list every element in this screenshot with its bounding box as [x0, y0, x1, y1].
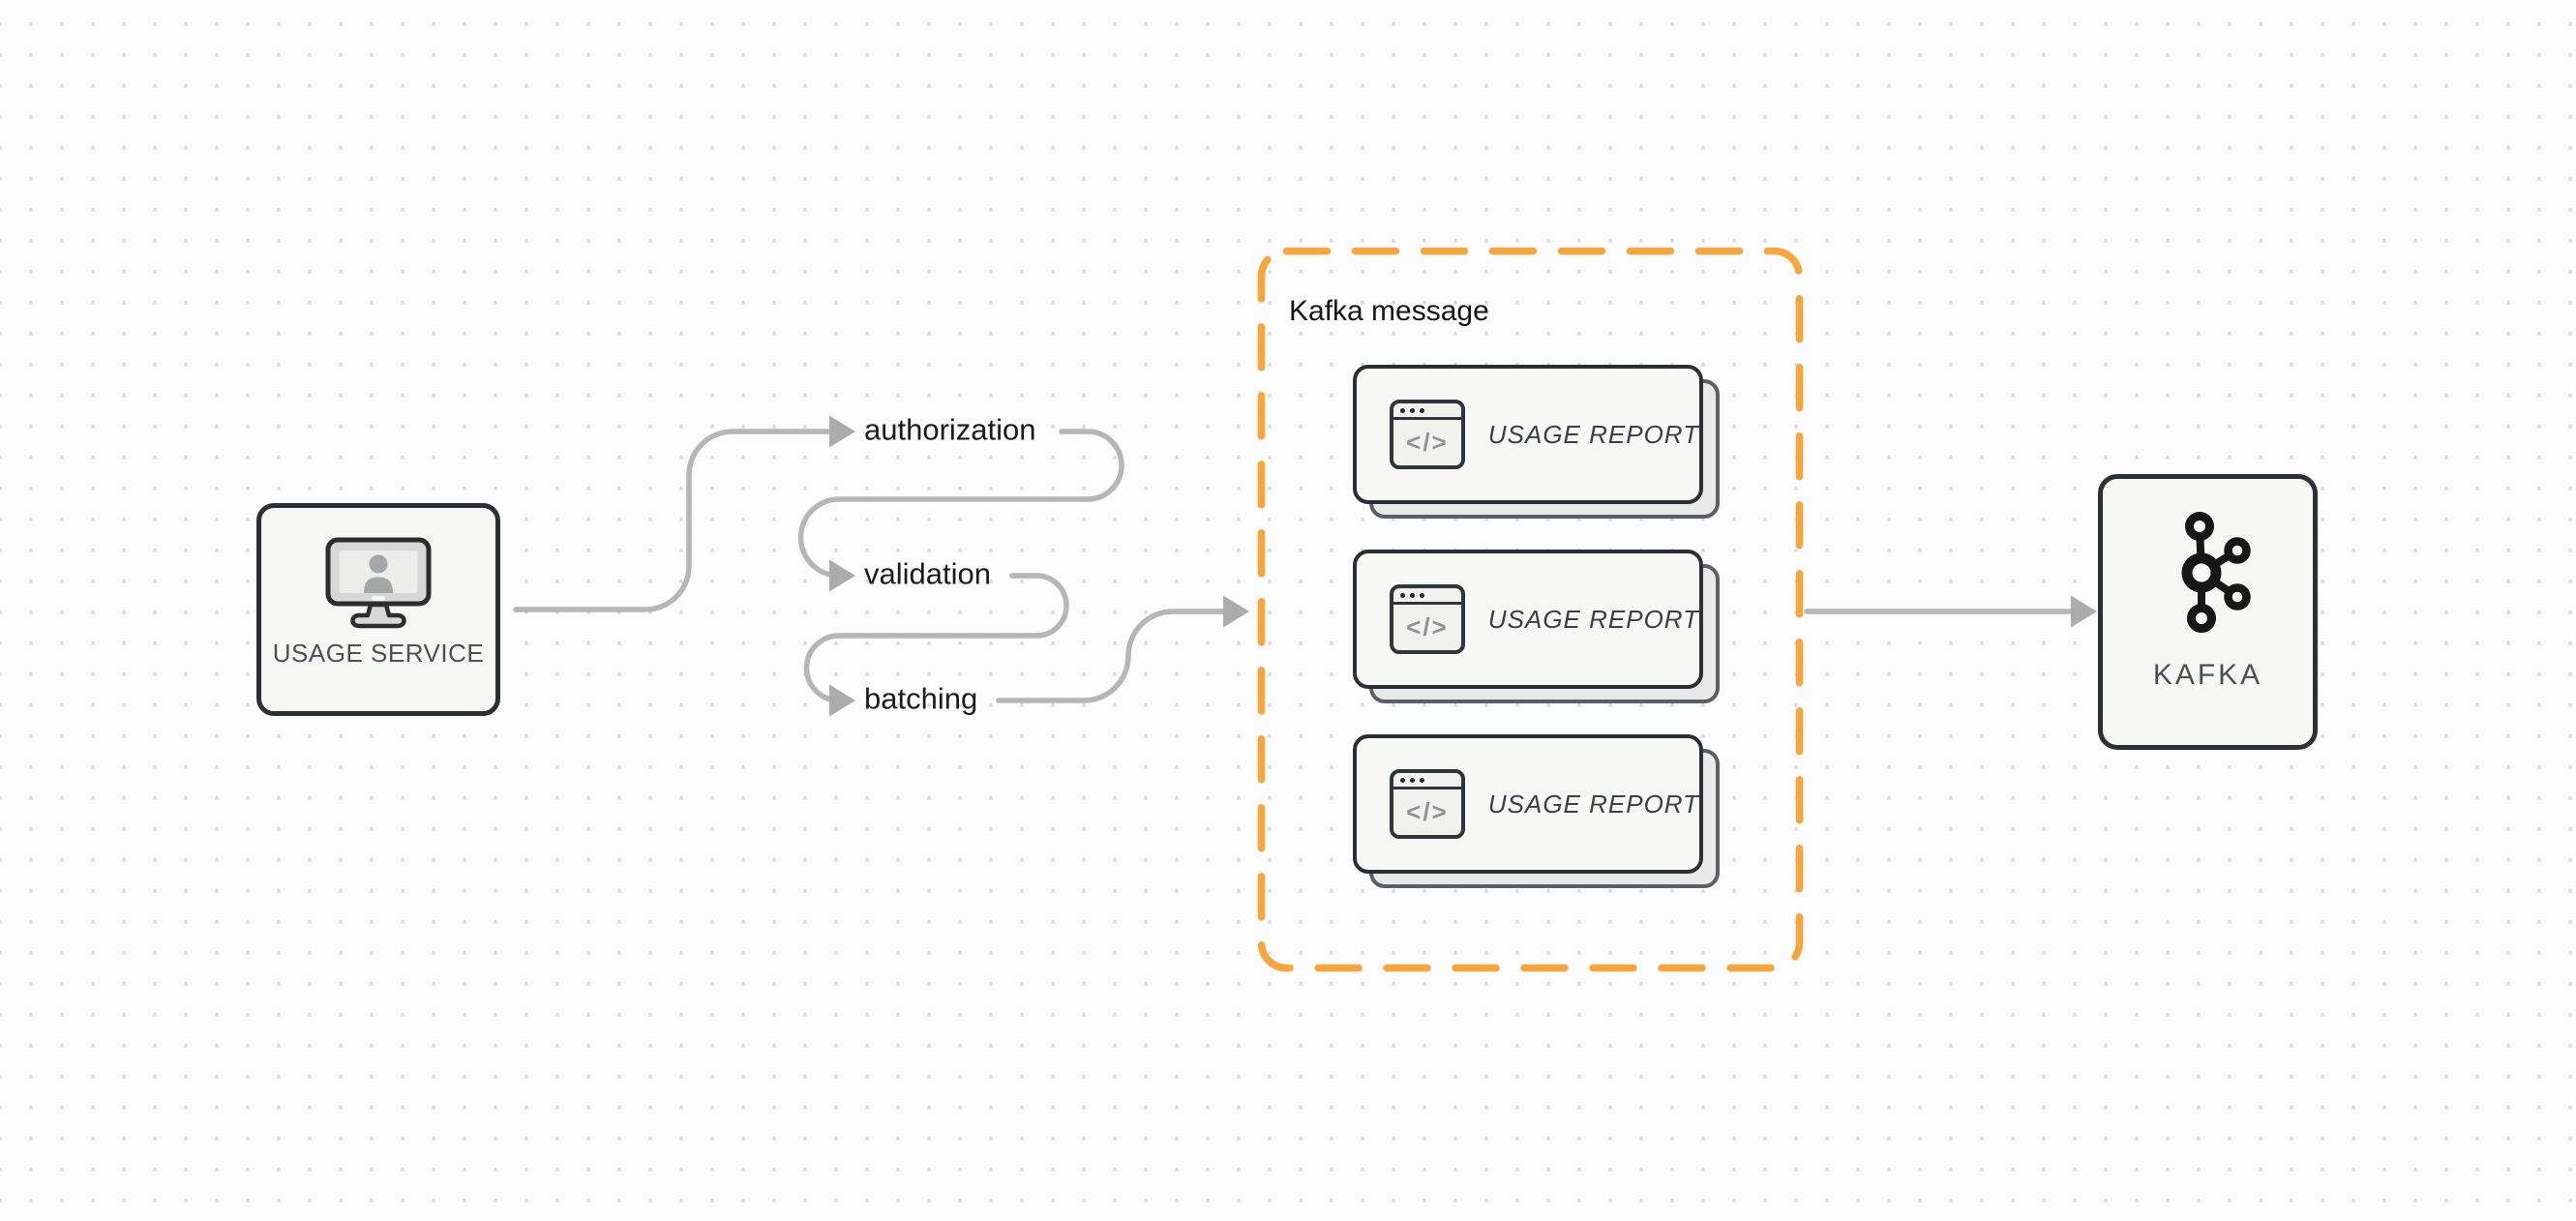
arrowhead-authorization — [829, 415, 855, 448]
arrow-usage-to-authorization — [513, 429, 835, 612]
monitor-user-icon — [325, 537, 432, 629]
window-dot — [1410, 777, 1415, 783]
window-dot — [1410, 592, 1415, 598]
code-window-header — [1393, 773, 1461, 789]
kafka-label: KAFKA — [2152, 659, 2263, 691]
arrowhead-validation — [829, 559, 855, 592]
arrow-batching-to-kafka-message — [996, 609, 1228, 703]
arrowhead-batching — [829, 684, 855, 717]
window-dot — [1420, 407, 1424, 413]
usage-report-label: USAGE REPORT — [1487, 419, 1699, 449]
usage-report-card: </> USAGE REPORT — [1353, 365, 1703, 504]
monitor-stand — [350, 602, 406, 629]
usage-report-card: </> USAGE REPORT — [1353, 550, 1703, 689]
window-dot — [1400, 407, 1405, 413]
code-glyph: </> — [1406, 428, 1449, 457]
window-dot — [1410, 407, 1415, 413]
step-label-authorization: authorization — [864, 412, 1036, 447]
kafka-message-group-title: Kafka message — [1289, 295, 1489, 327]
step-label-validation: validation — [864, 556, 991, 591]
code-glyph: </> — [1406, 612, 1449, 641]
kafka-message-group-border — [1257, 247, 1804, 972]
code-window-header — [1393, 588, 1461, 605]
kafka-node: KAFKA — [2098, 474, 2318, 750]
window-dot — [1420, 592, 1424, 598]
window-dot — [1420, 777, 1424, 783]
arrowhead-kafka-message — [1223, 595, 1249, 628]
usage-report-card: </> USAGE REPORT — [1353, 734, 1703, 874]
code-window-icon: </> — [1390, 769, 1465, 839]
usage-service-label: USAGE SERVICE — [272, 639, 485, 668]
window-dot — [1400, 777, 1405, 783]
usage-report-label: USAGE REPORT — [1487, 789, 1699, 819]
code-window-icon: </> — [1390, 584, 1465, 654]
arrowhead-kafka — [2071, 595, 2097, 628]
usage-report-label: USAGE REPORT — [1487, 604, 1699, 634]
usage-service-node: USAGE SERVICE — [256, 503, 500, 716]
arrow-validation-to-batching — [803, 573, 1069, 703]
arrow-authorization-to-validation — [797, 429, 1124, 579]
window-dot — [1400, 592, 1405, 598]
step-label-batching: batching — [864, 681, 978, 716]
kafka-logo-icon — [2181, 512, 2251, 633]
code-window-header — [1393, 403, 1461, 420]
code-window-icon: </> — [1390, 400, 1465, 469]
code-glyph: </> — [1406, 797, 1449, 826]
